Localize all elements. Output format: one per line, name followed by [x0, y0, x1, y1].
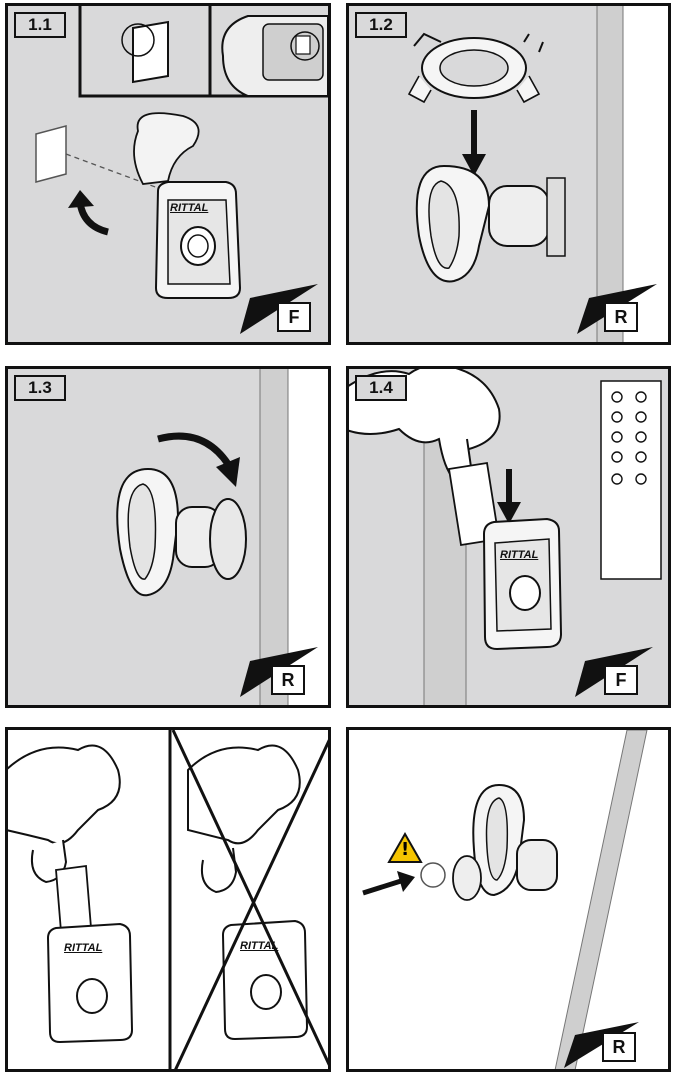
panel-step-1-2: 1.2 R — [346, 3, 671, 345]
panel-step-1-1: 1.1 RITTAL F — [5, 3, 331, 345]
brand-logo: RITTAL — [170, 202, 208, 214]
step-number-label: 1.4 — [355, 375, 407, 401]
orientation-badge-rear: R — [602, 1032, 636, 1062]
step-1-2-illustration — [349, 6, 671, 345]
panel-cap-insertion: ! R — [346, 727, 671, 1072]
step-number-label: 1.1 — [14, 12, 66, 38]
step-1-4-illustration — [349, 369, 671, 708]
orientation-badge-rear: R — [604, 302, 638, 332]
panel-label-removal: RITTAL RITTAL — [5, 727, 331, 1072]
orientation-badge-front: F — [277, 302, 311, 332]
panel-step-1-3: 1.3 R — [5, 366, 331, 708]
step-1-1-illustration — [8, 6, 331, 345]
cap-insertion-illustration — [349, 730, 671, 1072]
panel-step-1-4: 1.4 RITTAL F — [346, 366, 671, 708]
label-removal-illustration — [8, 730, 331, 1072]
warning-icon: ! — [401, 839, 409, 860]
orientation-badge-rear: R — [271, 665, 305, 695]
brand-logo: RITTAL — [240, 940, 278, 952]
step-1-3-illustration — [8, 369, 331, 708]
orientation-badge-front: F — [604, 665, 638, 695]
brand-logo: RITTAL — [64, 942, 102, 954]
brand-logo: RITTAL — [500, 549, 538, 561]
step-number-label: 1.2 — [355, 12, 407, 38]
step-number-label: 1.3 — [14, 375, 66, 401]
